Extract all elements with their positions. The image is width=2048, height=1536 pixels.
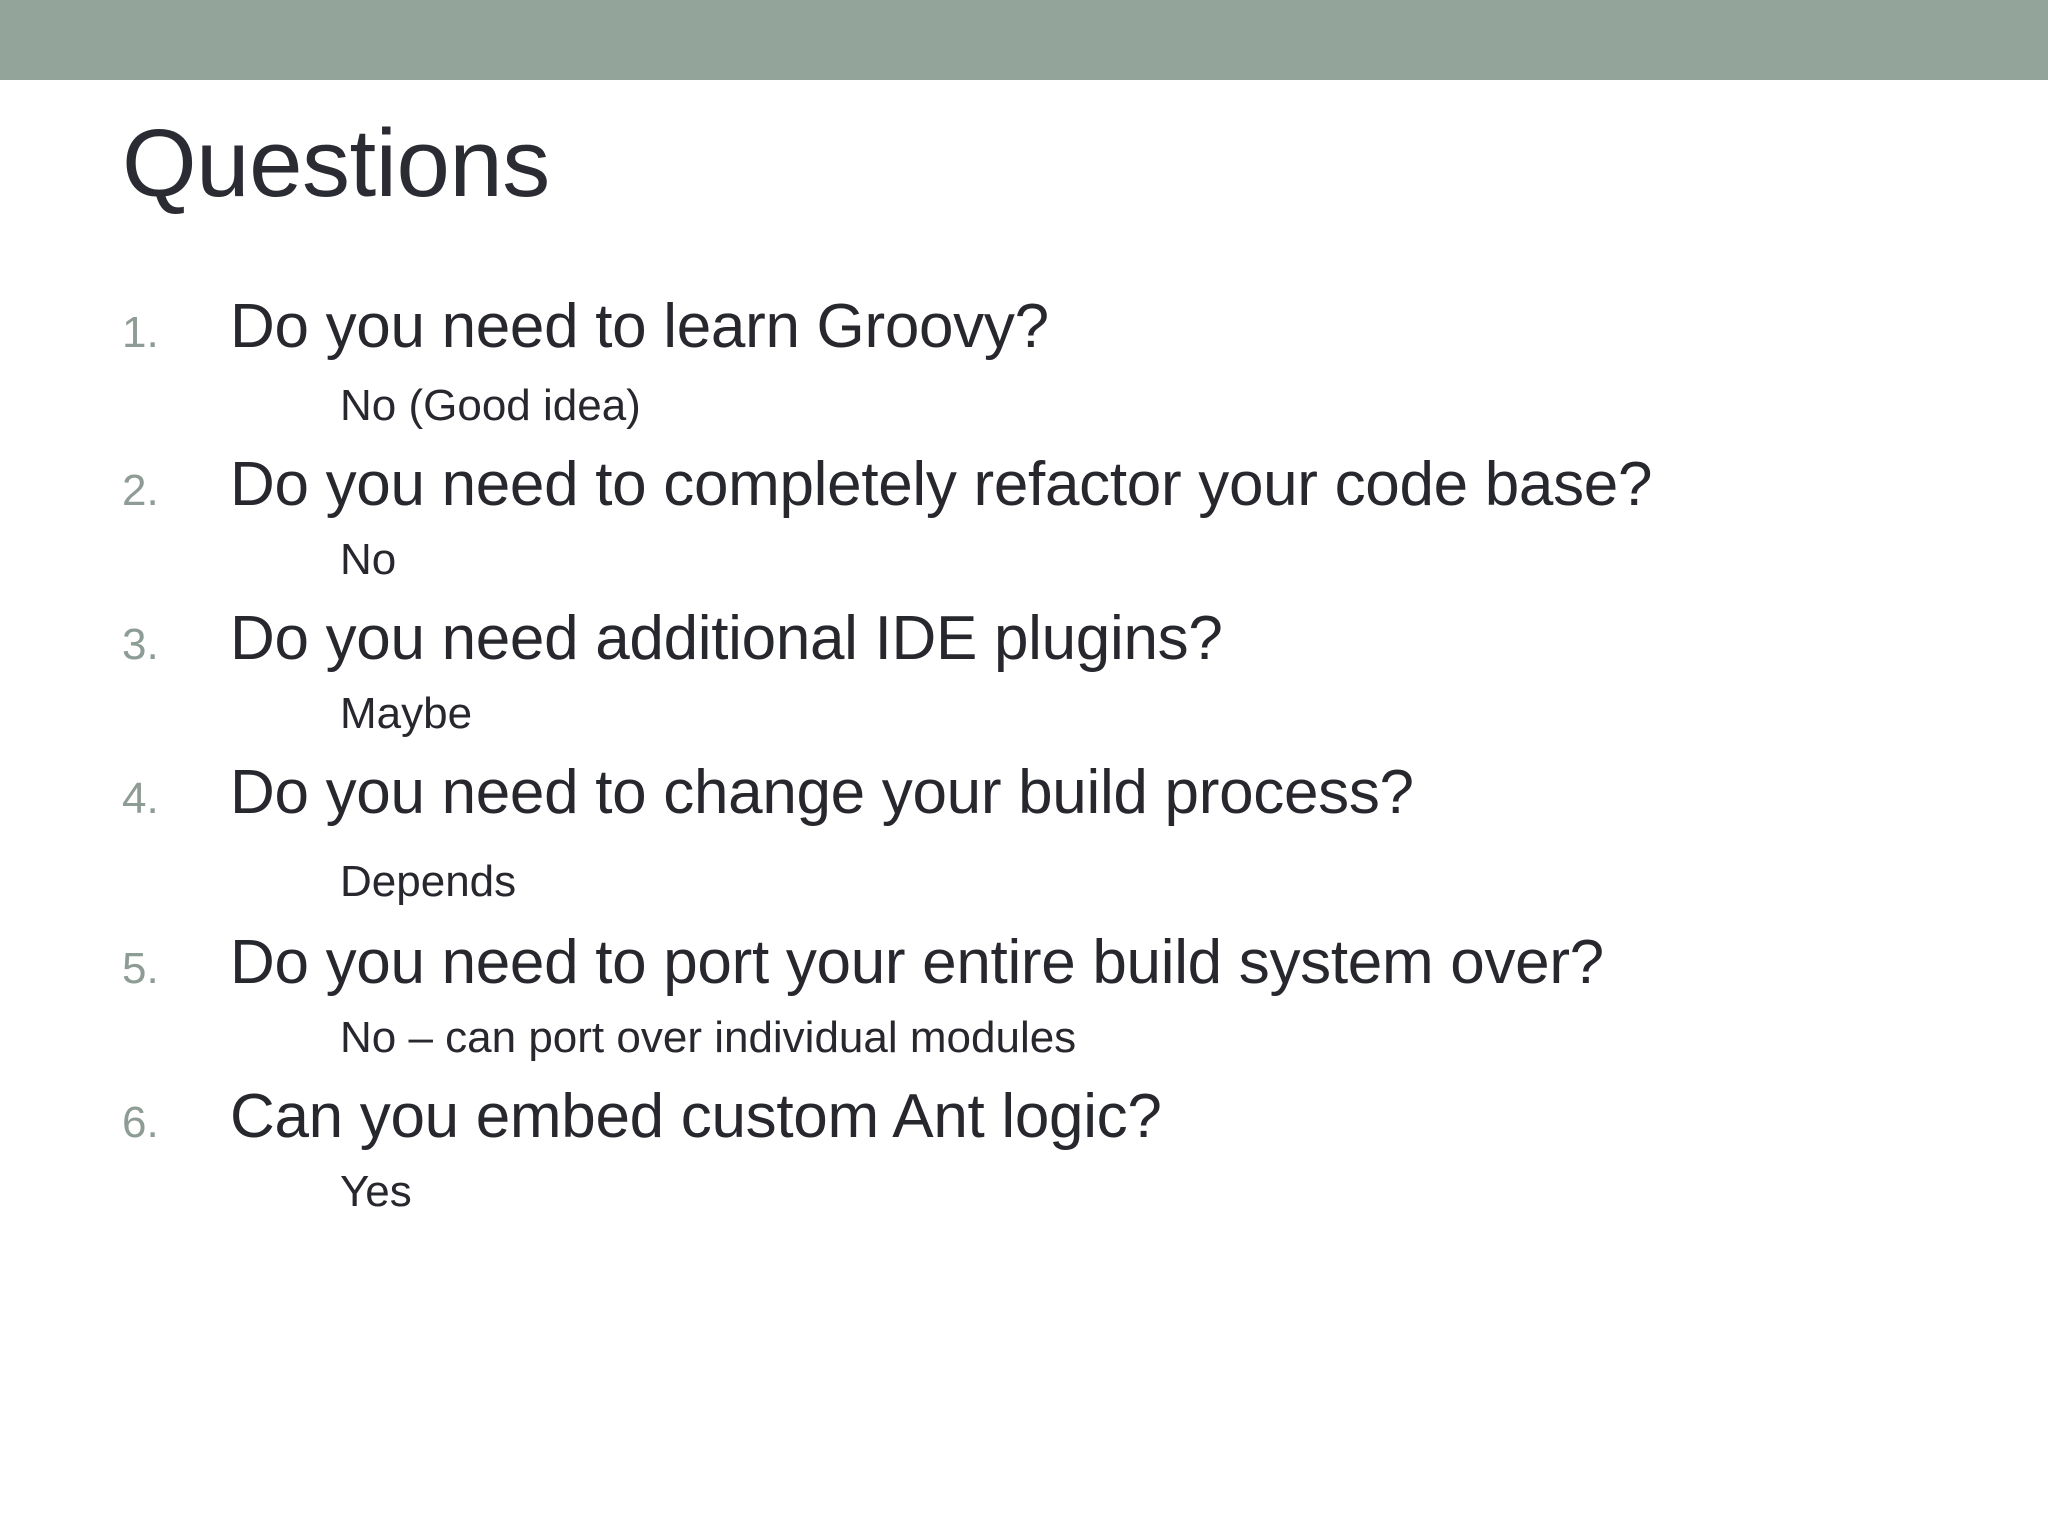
top-accent-band	[0, 0, 2048, 80]
answer-text: Depends	[340, 857, 517, 906]
list-item-number: 1.	[122, 308, 159, 357]
question-row: 1. Do you need to learn Groovy?	[122, 288, 1942, 366]
list-item: 2. Do you need to completely refactor yo…	[122, 446, 1942, 596]
question-text: Can you embed custom Ant logic?	[230, 1082, 1162, 1151]
answer-text: No – can port over individual modules	[340, 1013, 1077, 1062]
list-item-number: 5.	[122, 944, 159, 993]
list-item-number: 6.	[122, 1098, 159, 1147]
list-item-number: 2.	[122, 466, 159, 515]
question-text: Do you need to completely refactor your …	[230, 450, 1653, 519]
question-row: 6. Can you embed custom Ant logic?	[122, 1078, 1942, 1156]
answer-text: No (Good idea)	[340, 381, 641, 430]
answer-text: Maybe	[340, 689, 473, 738]
answer-text: No	[340, 535, 397, 584]
question-text: Do you need to learn Groovy?	[230, 292, 1049, 361]
list-item-number: 3.	[122, 620, 159, 669]
question-row: 5. Do you need to port your entire build…	[122, 924, 1942, 1002]
list-item: 1. Do you need to learn Groovy? No (Good…	[122, 288, 1942, 442]
questions-list: 1. Do you need to learn Groovy? No (Good…	[122, 288, 1942, 1232]
answer-text: Yes	[340, 1167, 412, 1216]
list-item: 4. Do you need to change your build proc…	[122, 754, 1942, 918]
question-row: 4. Do you need to change your build proc…	[122, 754, 1942, 832]
list-item: 3. Do you need additional IDE plugins? M…	[122, 600, 1942, 750]
list-item: 6. Can you embed custom Ant logic? Yes	[122, 1078, 1942, 1228]
list-item-number: 4.	[122, 774, 159, 823]
question-row: 2. Do you need to completely refactor yo…	[122, 446, 1942, 524]
question-row: 3. Do you need additional IDE plugins?	[122, 600, 1942, 678]
list-item: 5. Do you need to port your entire build…	[122, 924, 1942, 1074]
question-text: Do you need additional IDE plugins?	[230, 604, 1223, 673]
page-title: Questions	[122, 110, 550, 217]
question-text: Do you need to change your build process…	[230, 758, 1414, 827]
question-text: Do you need to port your entire build sy…	[230, 928, 1604, 997]
